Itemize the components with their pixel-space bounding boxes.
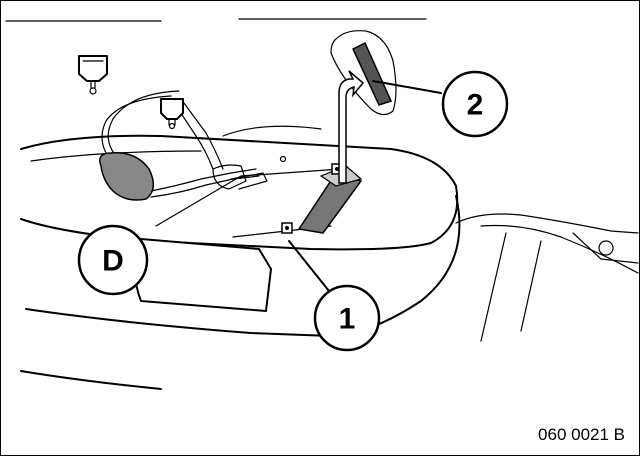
callout-d: D [77, 224, 149, 296]
harness-wire-b [107, 90, 180, 160]
lid-lower-edge [25, 308, 332, 337]
small-hole [279, 155, 287, 163]
harness-wire-d [180, 98, 224, 170]
harness-wire-c [172, 100, 214, 170]
pillar-line-2 [520, 240, 542, 332]
bracket-bar [297, 172, 363, 234]
harness-wire-e [150, 168, 257, 192]
trim-block [134, 238, 272, 312]
nut-left [281, 222, 293, 234]
pillar-line-1 [480, 232, 507, 342]
callout-2: 2 [441, 70, 509, 138]
callout-1: 1 [313, 284, 381, 352]
svg-text:1: 1 [339, 303, 356, 336]
lamp-bolt [598, 240, 614, 256]
shelf-back-curve [222, 125, 322, 137]
harness-clip [212, 164, 247, 190]
window-edge-inner [480, 224, 639, 274]
reference-code: 060 0021 B [538, 425, 625, 444]
harness-wire-a [101, 95, 172, 162]
harness-wire-f [150, 175, 260, 198]
ceiling-clip-left [78, 55, 108, 95]
leader-2 [372, 80, 442, 94]
leader-1 [288, 240, 330, 292]
ceiling-clip-right [160, 98, 184, 130]
bumper-line [20, 370, 162, 390]
lamp-housing [572, 232, 639, 264]
lid-right-edge [360, 195, 461, 332]
svg-text:2: 2 [467, 89, 484, 122]
shelf-outline [20, 134, 459, 251]
removed-bracket-bar [352, 41, 393, 106]
harness-connector [99, 152, 155, 201]
harness-bracket [230, 172, 268, 190]
removal-arrow [338, 70, 365, 184]
removed-bracket-shell [330, 30, 397, 116]
window-edge-top [455, 213, 639, 234]
svg-text:D: D [102, 245, 124, 278]
